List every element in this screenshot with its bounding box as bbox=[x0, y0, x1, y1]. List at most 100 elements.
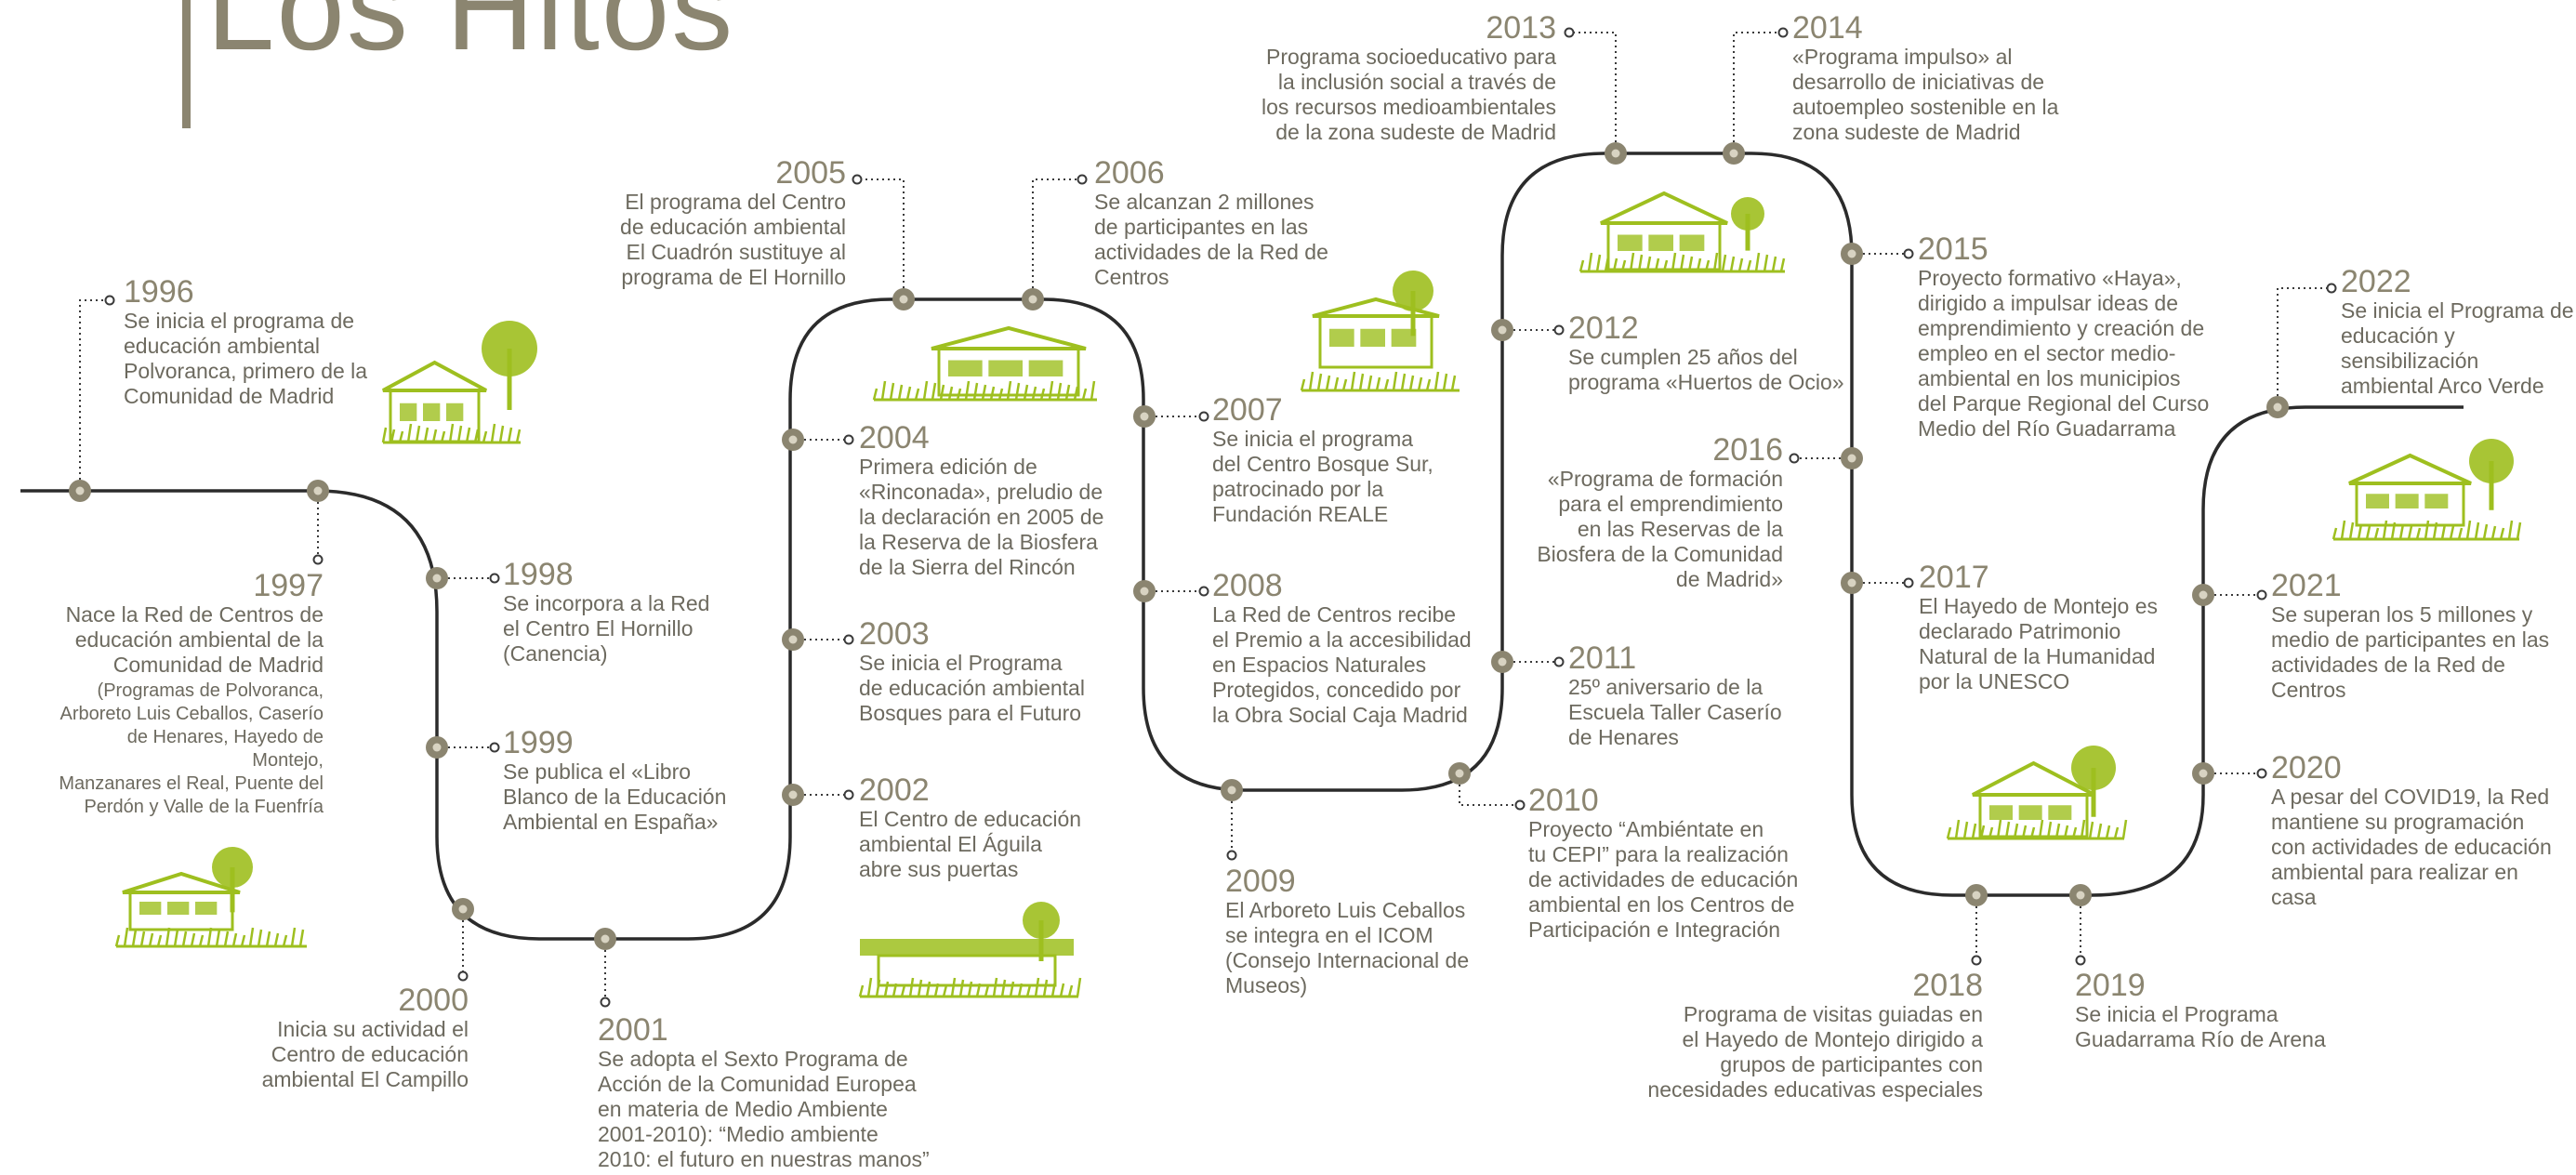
node-core bbox=[788, 790, 798, 799]
event-text: Primera edición de «Rinconada», preludio… bbox=[859, 455, 1104, 579]
node-2022 bbox=[2266, 396, 2289, 418]
title-accent-bar bbox=[182, 0, 191, 128]
event-year: 1999 bbox=[503, 725, 574, 760]
connector-end-dot bbox=[1777, 27, 1789, 38]
node-2017 bbox=[1841, 572, 1863, 594]
connector-2005 bbox=[857, 178, 905, 299]
event-2001: 2001 Se adopta el Sexto Programa de Acci… bbox=[598, 1013, 951, 1172]
node-core bbox=[788, 635, 798, 644]
node-core bbox=[2273, 403, 2282, 412]
connector-end-dot bbox=[1903, 248, 1914, 259]
node-1999 bbox=[426, 736, 448, 759]
event-2002: 2002 El Centro de educación ambiental El… bbox=[859, 773, 1138, 882]
node-2005 bbox=[892, 288, 915, 310]
node-2020 bbox=[2192, 762, 2214, 785]
event-year: 2022 bbox=[2341, 264, 2411, 299]
connector-end-dot bbox=[843, 434, 854, 445]
event-2015: 2015 Proyecto formativo «Haya», dirigido… bbox=[1918, 232, 2215, 442]
event-year: 2015 bbox=[1918, 231, 1988, 267]
event-year: 2020 bbox=[2271, 750, 2342, 786]
event-2014: 2014 «Programa impulso» al desarrollo de… bbox=[1792, 11, 2071, 145]
illustrations bbox=[114, 191, 2522, 998]
node-2015 bbox=[1841, 243, 1863, 265]
event-1998: 1998 Se incorpora a la Red el Centro El … bbox=[503, 558, 782, 667]
node-core bbox=[1611, 149, 1620, 158]
node-core bbox=[1140, 587, 1149, 596]
page-title: Los Hitos bbox=[206, 0, 735, 75]
event-year: 2019 bbox=[2075, 968, 2146, 1003]
connector-end-dot bbox=[104, 295, 115, 306]
node-core bbox=[601, 934, 610, 944]
event-text: El Arboreto Luis Ceballos se integra en … bbox=[1225, 898, 1470, 997]
flat-roof-building-icon bbox=[858, 902, 1082, 998]
event-text: Inicia su actividad el Centro de educaci… bbox=[261, 1017, 469, 1091]
connector-end-dot bbox=[457, 970, 469, 982]
node-1997 bbox=[307, 480, 329, 502]
event-text: Se inicia el Programa de educación ambie… bbox=[859, 651, 1085, 725]
event-2020: 2020 A pesar del COVID19, la Red mantien… bbox=[2271, 751, 2569, 910]
pavilion-trees-icon bbox=[1946, 746, 2128, 840]
event-year: 2014 bbox=[1792, 10, 1863, 46]
connector-end-dot bbox=[2256, 768, 2267, 779]
node-2007 bbox=[1133, 405, 1156, 428]
event-year: 2005 bbox=[775, 155, 846, 191]
event-2010: 2010 Proyecto “Ambiéntate en tu CEPI” pa… bbox=[1528, 784, 1807, 943]
node-2008 bbox=[1133, 580, 1156, 602]
node-core bbox=[1028, 295, 1037, 304]
node-core bbox=[1847, 578, 1856, 588]
connector-2013 bbox=[1569, 32, 1617, 153]
connector-end-dot bbox=[852, 174, 863, 185]
event-text: Programa de visitas guiadas en el Hayedo… bbox=[1647, 1002, 1983, 1102]
event-year: 2018 bbox=[1912, 968, 1983, 1003]
node-core bbox=[1847, 454, 1856, 463]
event-text: Se alcanzan 2 millones de participantes … bbox=[1094, 190, 1328, 289]
event-1996: 1996 Se inicia el programa de educación … bbox=[124, 275, 403, 409]
event-text: Se inicia el Programa de educación y sen… bbox=[2341, 298, 2574, 398]
farmhouse-icon bbox=[1579, 191, 1786, 273]
connector-end-dot bbox=[312, 554, 324, 565]
event-year: 2012 bbox=[1568, 310, 1639, 346]
event-text: Se inicia el programa de educación ambie… bbox=[124, 309, 368, 408]
building-tree-icon bbox=[381, 321, 537, 444]
event-2008: 2008 La Red de Centros recibe el Premio … bbox=[1212, 569, 1491, 728]
event-text: Nace la Red de Centros de educación ambi… bbox=[65, 602, 324, 677]
node-2010 bbox=[1448, 762, 1471, 785]
connector-end-dot bbox=[1198, 586, 1209, 597]
connector-end-dot bbox=[1789, 453, 1800, 464]
event-year: 2007 bbox=[1212, 392, 1283, 428]
event-text: Se incorpora a la Red el Centro El Horni… bbox=[503, 591, 710, 666]
event-year: 2001 bbox=[598, 1012, 668, 1048]
connector-end-dot bbox=[1077, 174, 1088, 185]
event-year: 2017 bbox=[1919, 560, 1989, 595]
node-2013 bbox=[1605, 142, 1627, 165]
event-2012: 2012 Se cumplen 25 años del programa «Hu… bbox=[1568, 311, 1847, 395]
event-2009: 2009 El Arboreto Luis Ceballos se integr… bbox=[1225, 865, 1504, 998]
event-2016: 2016 «Programa de formación para el empr… bbox=[1506, 433, 1783, 592]
node-core bbox=[899, 295, 908, 304]
event-year: 2000 bbox=[398, 983, 469, 1018]
node-core bbox=[313, 486, 323, 495]
event-year: 2006 bbox=[1094, 155, 1165, 191]
connector-end-dot bbox=[1553, 656, 1565, 667]
connector-end-dot bbox=[1553, 324, 1565, 336]
connector-end-dot bbox=[489, 573, 500, 584]
node-core bbox=[75, 486, 85, 495]
node-core bbox=[2199, 769, 2208, 778]
nodes bbox=[69, 142, 2289, 950]
node-core bbox=[1498, 657, 1507, 667]
node-2018 bbox=[1965, 884, 1988, 906]
event-2018: 2018 Programa de visitas guiadas en el H… bbox=[1630, 969, 1983, 1102]
node-2016 bbox=[1841, 447, 1863, 469]
node-core bbox=[1972, 891, 1981, 900]
event-year: 2003 bbox=[859, 616, 930, 652]
event-year: 1997 bbox=[253, 568, 324, 603]
event-1999: 1999 Se publica el «Libro Blanco de la E… bbox=[503, 726, 782, 835]
event-2006: 2006 Se alcanzan 2 millones de participa… bbox=[1094, 156, 1373, 290]
event-text: Se adopta el Sexto Programa de Acción de… bbox=[598, 1047, 930, 1171]
event-text: A pesar del COVID19, la Red mantiene su … bbox=[2271, 785, 2552, 909]
node-core bbox=[432, 574, 442, 583]
event-text: Proyecto formativo «Haya», dirigido a im… bbox=[1918, 266, 2210, 441]
connector-end-dot bbox=[2256, 589, 2267, 601]
connector-1996 bbox=[79, 299, 110, 491]
pergola-trees-icon bbox=[1300, 271, 1460, 392]
